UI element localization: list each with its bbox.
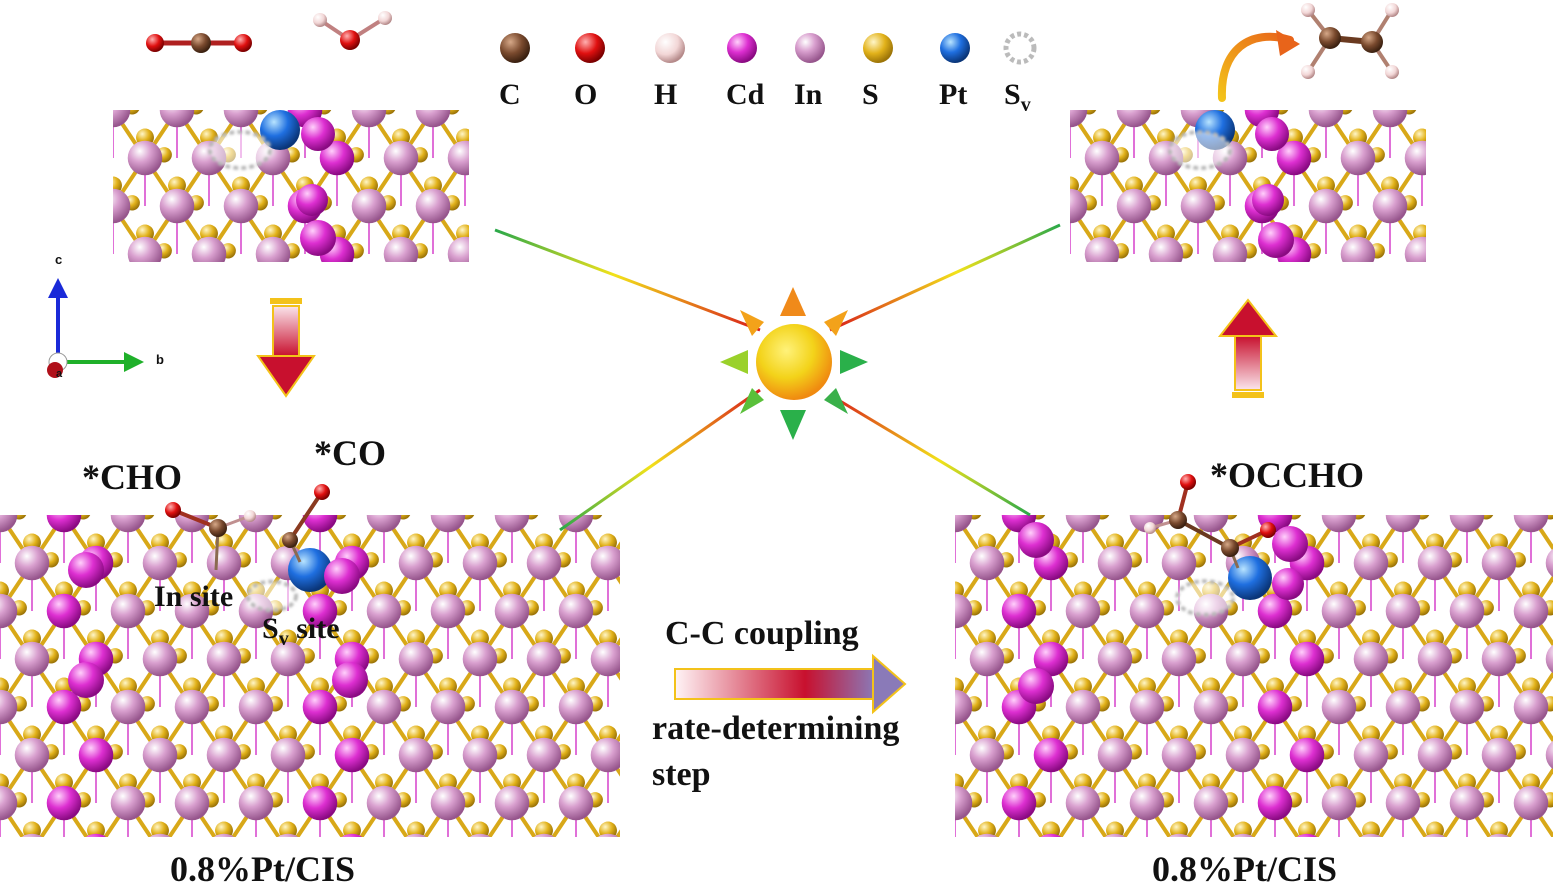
axis-label-c: c xyxy=(55,252,63,267)
legend-vacancy-icon xyxy=(1003,31,1037,65)
arrow-right-coupling xyxy=(674,653,907,715)
legend-label-h: H xyxy=(654,78,678,111)
catalyst-label-left: 0.8%Pt/CIS xyxy=(170,849,356,889)
legend-label-cd: Cd xyxy=(726,78,765,111)
h2o-molecule xyxy=(313,11,392,50)
legend-atom-o-icon xyxy=(575,33,605,63)
sv-site-s: S xyxy=(262,612,279,645)
co2-molecule xyxy=(146,33,252,53)
desorption-arrowhead xyxy=(1276,30,1300,56)
slab-bottom-left xyxy=(0,515,620,837)
legend-label-in: In xyxy=(794,78,823,111)
legend-atom-in-icon xyxy=(795,33,825,63)
legend-label-c: C xyxy=(499,78,521,111)
crystal-axis-triad xyxy=(47,278,144,378)
legend-label-s: S xyxy=(862,78,879,111)
desorption-curved-arrow xyxy=(1217,32,1294,102)
cho-adsorbate xyxy=(165,502,256,571)
arrow-down-step xyxy=(256,298,316,398)
axis-label-b: b xyxy=(156,352,164,367)
co-adsorbate xyxy=(282,484,330,563)
legend-label-pt: Pt xyxy=(939,78,968,111)
arrow-up-step xyxy=(1217,298,1279,398)
rds-label-line1: rate-determining xyxy=(652,710,900,747)
ethylene-molecule xyxy=(1301,3,1399,79)
legend-label-o: O xyxy=(574,78,598,111)
legend-atom-cd-icon xyxy=(727,33,757,63)
rds-label-line2: step xyxy=(652,756,711,793)
slab-bottom-right xyxy=(955,515,1553,837)
atom-legend xyxy=(500,31,1037,65)
legend-atom-c-icon xyxy=(500,33,530,63)
in-site-label: In site xyxy=(154,580,234,613)
sv-site-sub: v xyxy=(278,628,289,650)
axis-label-a: a xyxy=(56,368,63,380)
slab-top-right xyxy=(1070,110,1426,262)
sv-site-rest: site xyxy=(288,612,340,645)
coupling-label: C-C coupling xyxy=(665,615,859,652)
sun-icon xyxy=(720,287,868,440)
sv-site-label: Sv site xyxy=(262,612,340,651)
slab-top-left xyxy=(113,110,469,262)
legend-label-sv: Sv xyxy=(1004,78,1031,116)
occho-label: *OCCHO xyxy=(1210,455,1365,495)
cho-label: *CHO xyxy=(82,457,183,497)
legend-atom-h-icon xyxy=(655,33,685,63)
co-label: *CO xyxy=(314,433,386,473)
light-rays xyxy=(494,223,1061,532)
catalyst-label-right: 0.8%Pt/CIS xyxy=(1152,849,1338,889)
legend-atom-pt-icon xyxy=(940,33,970,63)
legend-atom-s-icon xyxy=(863,33,893,63)
occho-adsorbate xyxy=(1144,474,1276,569)
